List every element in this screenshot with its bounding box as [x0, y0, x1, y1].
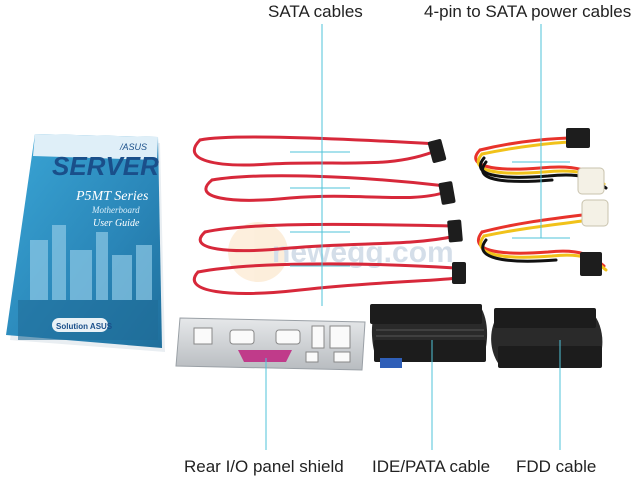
manual-badge: Solution ASUS — [56, 322, 113, 331]
sata-connectors — [427, 139, 466, 284]
sata-cables-illustration — [192, 135, 460, 295]
manual-model: P5MT Series — [75, 189, 149, 204]
manual-doc-title: User Guide — [93, 218, 140, 229]
label-fdd-cable: FDD cable — [516, 457, 597, 476]
manual-brand: /ASUS — [119, 142, 147, 152]
callout-lines — [265, 24, 570, 450]
manual-subtitle: Motherboard — [91, 205, 140, 215]
fdd-cable-illustration — [491, 308, 603, 368]
label-ide-pata-cable: IDE/PATA cable — [372, 457, 491, 476]
ide-pata-cable-illustration — [370, 304, 488, 368]
label-sata-power-cables: 4-pin to SATA power cables — [424, 2, 632, 21]
watermark: newegg.com — [228, 222, 454, 282]
label-rear-io-shield: Rear I/O panel shield — [184, 457, 344, 476]
user-guide-manual: /ASUS SERVER P5MT Series Motherboard Use… — [6, 134, 165, 352]
power-connectors — [566, 128, 609, 276]
manual-product-line: SERVER — [52, 151, 159, 181]
rear-io-shield-illustration — [175, 317, 366, 371]
label-sata-cables: SATA cables — [268, 2, 363, 21]
